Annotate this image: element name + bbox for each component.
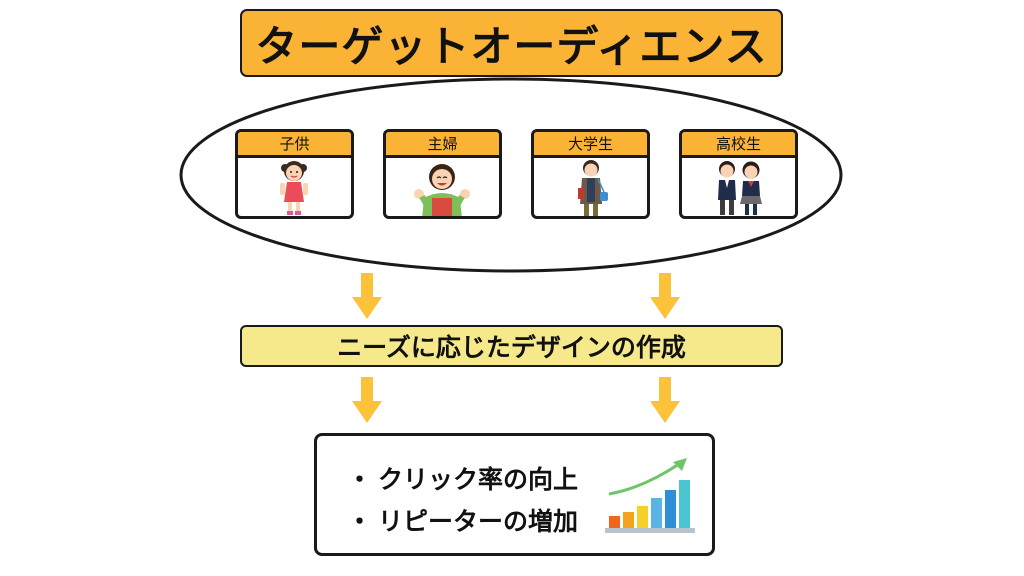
child-icon xyxy=(280,161,308,215)
bullet: ・ xyxy=(347,465,373,494)
audience-card-housewife: 主婦 xyxy=(383,129,502,219)
result-text: リピーターの増加 xyxy=(378,507,579,536)
down-arrow-icon xyxy=(650,273,680,319)
audience-label: 主婦 xyxy=(386,132,499,158)
housewife-icon xyxy=(414,164,470,216)
bullet: ・ xyxy=(347,507,373,536)
result-item: ・リピーターの増加 xyxy=(347,502,578,538)
audience-card-university-student: 大学生 xyxy=(531,129,650,219)
design-creation-box: ニーズに応じたデザインの作成 xyxy=(240,325,783,367)
audience-label: 高校生 xyxy=(682,132,795,158)
diagram-title: ターゲットオーディエンス xyxy=(255,21,768,71)
university-student-icon xyxy=(578,160,608,216)
down-arrow-icon xyxy=(352,377,382,423)
title-box: ターゲットオーディエンス xyxy=(240,9,783,77)
middle-label: ニーズに応じたデザインの作成 xyxy=(337,333,686,362)
high-school-students-icon xyxy=(718,161,762,215)
growth-chart-icon xyxy=(605,458,695,533)
audience-card-child: 子供 xyxy=(235,129,354,219)
down-arrow-icon xyxy=(650,377,680,423)
audience-card-high-school-students: 高校生 xyxy=(679,129,798,219)
result-item: ・クリック率の向上 xyxy=(347,460,578,496)
result-text: クリック率の向上 xyxy=(378,465,579,494)
audience-label: 子供 xyxy=(238,132,351,158)
audience-label: 大学生 xyxy=(534,132,647,158)
results-box: ・クリック率の向上 ・リピーターの増加 xyxy=(314,433,715,556)
down-arrow-icon xyxy=(352,273,382,319)
